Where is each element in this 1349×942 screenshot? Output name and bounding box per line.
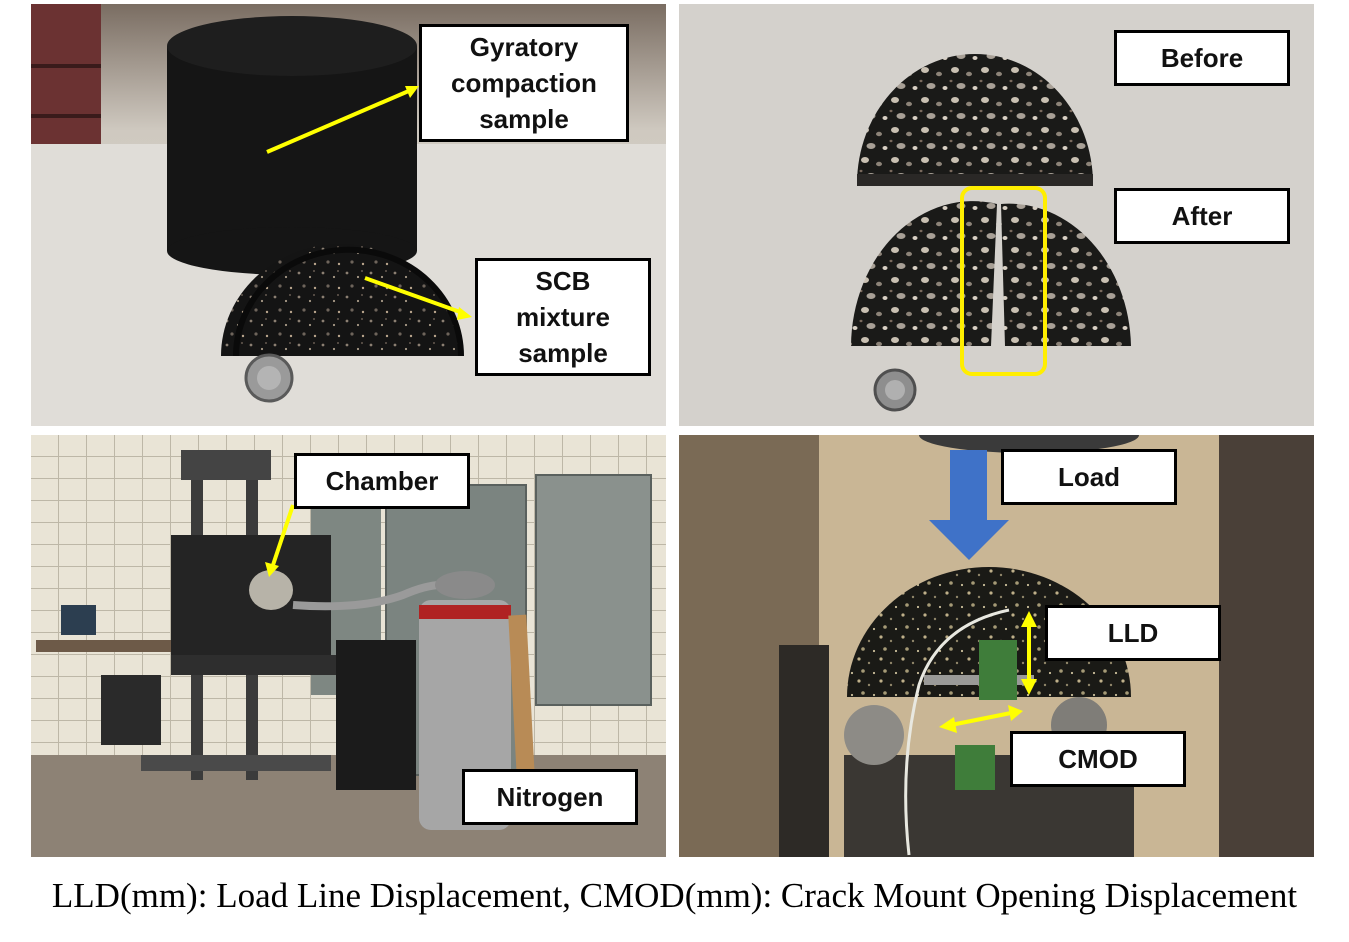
label-after: After — [1114, 188, 1290, 244]
photo-test-setup-lab: Chamber Nitrogen — [31, 435, 666, 857]
photo-test-setup-lab-image — [31, 435, 666, 857]
label-lld: LLD — [1045, 605, 1221, 661]
label-scb-mixture-sample: SCB mixture sample — [475, 258, 651, 376]
label-load: Load — [1001, 449, 1177, 505]
label-gyratory-compaction-sample: Gyratory compaction sample — [419, 24, 629, 142]
label-cmod: CMOD — [1010, 731, 1186, 787]
label-nitrogen: Nitrogen — [462, 769, 638, 825]
photo-scb-fixture-closeup: Load LLD CMOD — [679, 435, 1314, 857]
label-before: Before — [1114, 30, 1290, 86]
photo-scb-before-after: Before After — [679, 4, 1314, 426]
label-chamber: Chamber — [294, 453, 470, 509]
photo-gyratory-and-scb-samples: Gyratory compaction sample SCB mixture s… — [31, 4, 666, 426]
figure-caption: LLD(mm): Load Line Displacement, CMOD(mm… — [51, 876, 1298, 915]
